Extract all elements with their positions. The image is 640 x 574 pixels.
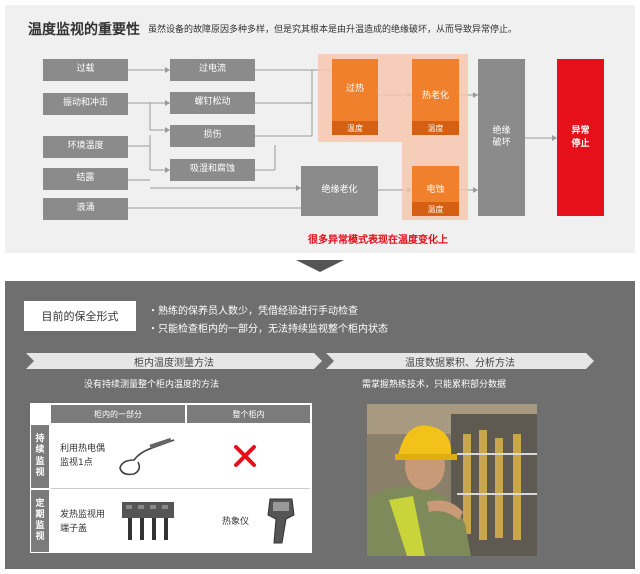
right-method-header: 温度数据累积、分析方法 [326,353,594,369]
mid-overcurrent: 过电流 [170,59,255,81]
table-col-whole: 整个柜内 [187,405,310,423]
hot-thermal-aging: 热老化 温度 [412,59,459,135]
hot-electro-corrosion-temperature-tag: 温度 [412,202,459,216]
hot-thermal-aging-temperature-tag: 温度 [412,121,459,135]
insulation-breakdown: 绝缘 破坏 [478,59,525,216]
row-head-continuous: 持 续 监 视 [31,425,49,488]
cause-vibration: 振动和冲击 [43,93,128,115]
temperature-note: 很多异常模式表现在温度变化上 [308,235,448,246]
hot-thermal-aging-label: 热老化 [421,90,449,101]
bullet-1: ・熟练的保养员人数少，凭借经验进行手动检查 [148,306,358,317]
row-head-periodic: 定 期 监 视 [31,490,49,552]
mid-insulation-aging: 绝缘老化 [301,166,378,216]
table-col-partial: 柜内的一部分 [51,405,185,423]
hot-electro-corrosion: 电蚀 温度 [412,166,459,216]
cause-overload: 过载 [43,59,128,81]
cause-ambient-temperature: 环境温度 [43,136,128,158]
top-description: 虽然设备的故障原因多种多样，但是究其根本是由升温造成的绝缘破坏，从而导致异常停止… [148,25,518,35]
abnormal-stop: 异常 停止 [557,59,604,216]
hot-overheat-label: 过热 [345,83,364,94]
cell-thermocouple: 利用热电偶 监视1点 [60,444,106,468]
technician-at-panel-image [367,404,537,556]
cross-mark-icon [234,445,256,467]
measurement-table [30,403,312,553]
technician-photo [367,404,537,556]
bullet-2: ・只能检查柜内的一部分，无法持续监视整个柜内状态 [148,324,388,335]
hot-overheat: 过热 温度 [332,59,378,135]
hot-electro-corrosion-label: 电蚀 [426,184,445,195]
cell-thermal-imager: 热象仪 [222,517,250,527]
right-method-note: 需掌握熟练技术，只能累积部分数据 [362,380,507,390]
left-method-note: 没有持续测量整个柜内温度的方法 [84,380,220,390]
cell-terminal-cover: 发热监视用 端子盖 [60,510,106,534]
thermocouple-icon [119,437,175,476]
left-method-header: 柜内温度测量方法 [26,353,322,369]
terminal-cover-icon [122,502,174,540]
down-arrow-icon [296,260,344,272]
mid-loose-screw: 螺钉松动 [170,92,255,114]
hot-overheat-temperature-tag: 温度 [332,121,378,135]
mid-damage: 损伤 [170,125,255,147]
mid-moisture-corrosion: 吸湿和腐蚀 [170,159,255,181]
top-title: 温度监视的重要性 [28,22,140,38]
maintenance-title: 目前的保全形式 [24,301,136,331]
table-divider [51,488,310,489]
thermal-imager-icon [267,498,295,544]
cause-condensation: 结露 [43,168,128,190]
cause-surge: 浪涌 [43,198,128,220]
